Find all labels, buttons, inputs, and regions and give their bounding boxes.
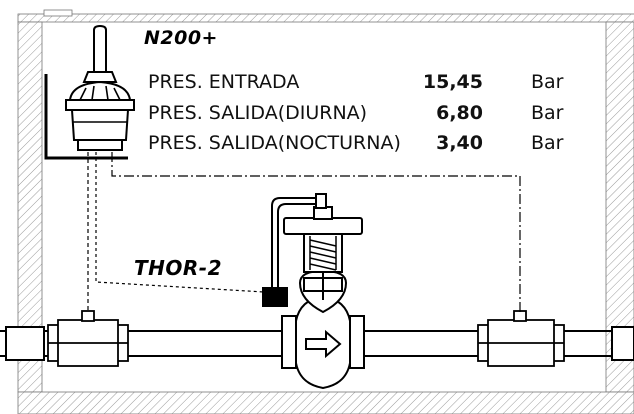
n200-sensor-unit [44,24,135,160]
day-outlet-pressure-label: PRES. SALIDA(DIURNA) [148,102,368,124]
vault-lid-joint [43,9,73,17]
valve-outlet-flange [349,315,365,369]
inlet-pressure-label: PRES. ENTRADA [148,71,300,93]
night-outlet-pressure-unit: Bar [531,132,564,154]
sensor-antenna [93,24,107,73]
left-pipe-saddle [47,310,129,367]
actuator-spring [309,236,337,271]
thor-controller-box [262,287,288,307]
antenna-base [82,71,118,83]
mounting-bracket [44,74,128,160]
pressure-reducing-valve [281,206,365,390]
day-outlet-pressure-value: 6,80 [436,102,483,124]
pilot-tubing [271,193,327,298]
inlet-pressure-unit: Bar [531,71,564,93]
dome-ribs [79,85,121,101]
sensor-dome [68,80,132,101]
actuator-diaphragm [283,217,363,235]
signal-lines [87,152,521,312]
night-outlet-pressure-label: PRES. SALIDA(NOCTURNA) [148,132,401,154]
sensor-base [77,139,123,151]
right-pipe-saddle [477,310,565,367]
n200-logo: N200+ [144,27,218,49]
controller-signal-line [95,152,265,293]
inlet-pressure-value: 15,45 [422,71,483,93]
flow-direction-arrow [305,329,342,359]
valve-inlet-flange [281,315,297,369]
thor2-logo: THOR-2 [134,256,222,280]
sensor-collar [65,99,135,111]
outlet-pressure-line [111,152,521,312]
day-outlet-pressure-unit: Bar [531,102,564,124]
sensor-body [70,109,130,141]
night-outlet-pressure-value: 3,40 [436,132,483,154]
vault-floor [17,391,634,414]
vault-top-wall [17,13,634,23]
